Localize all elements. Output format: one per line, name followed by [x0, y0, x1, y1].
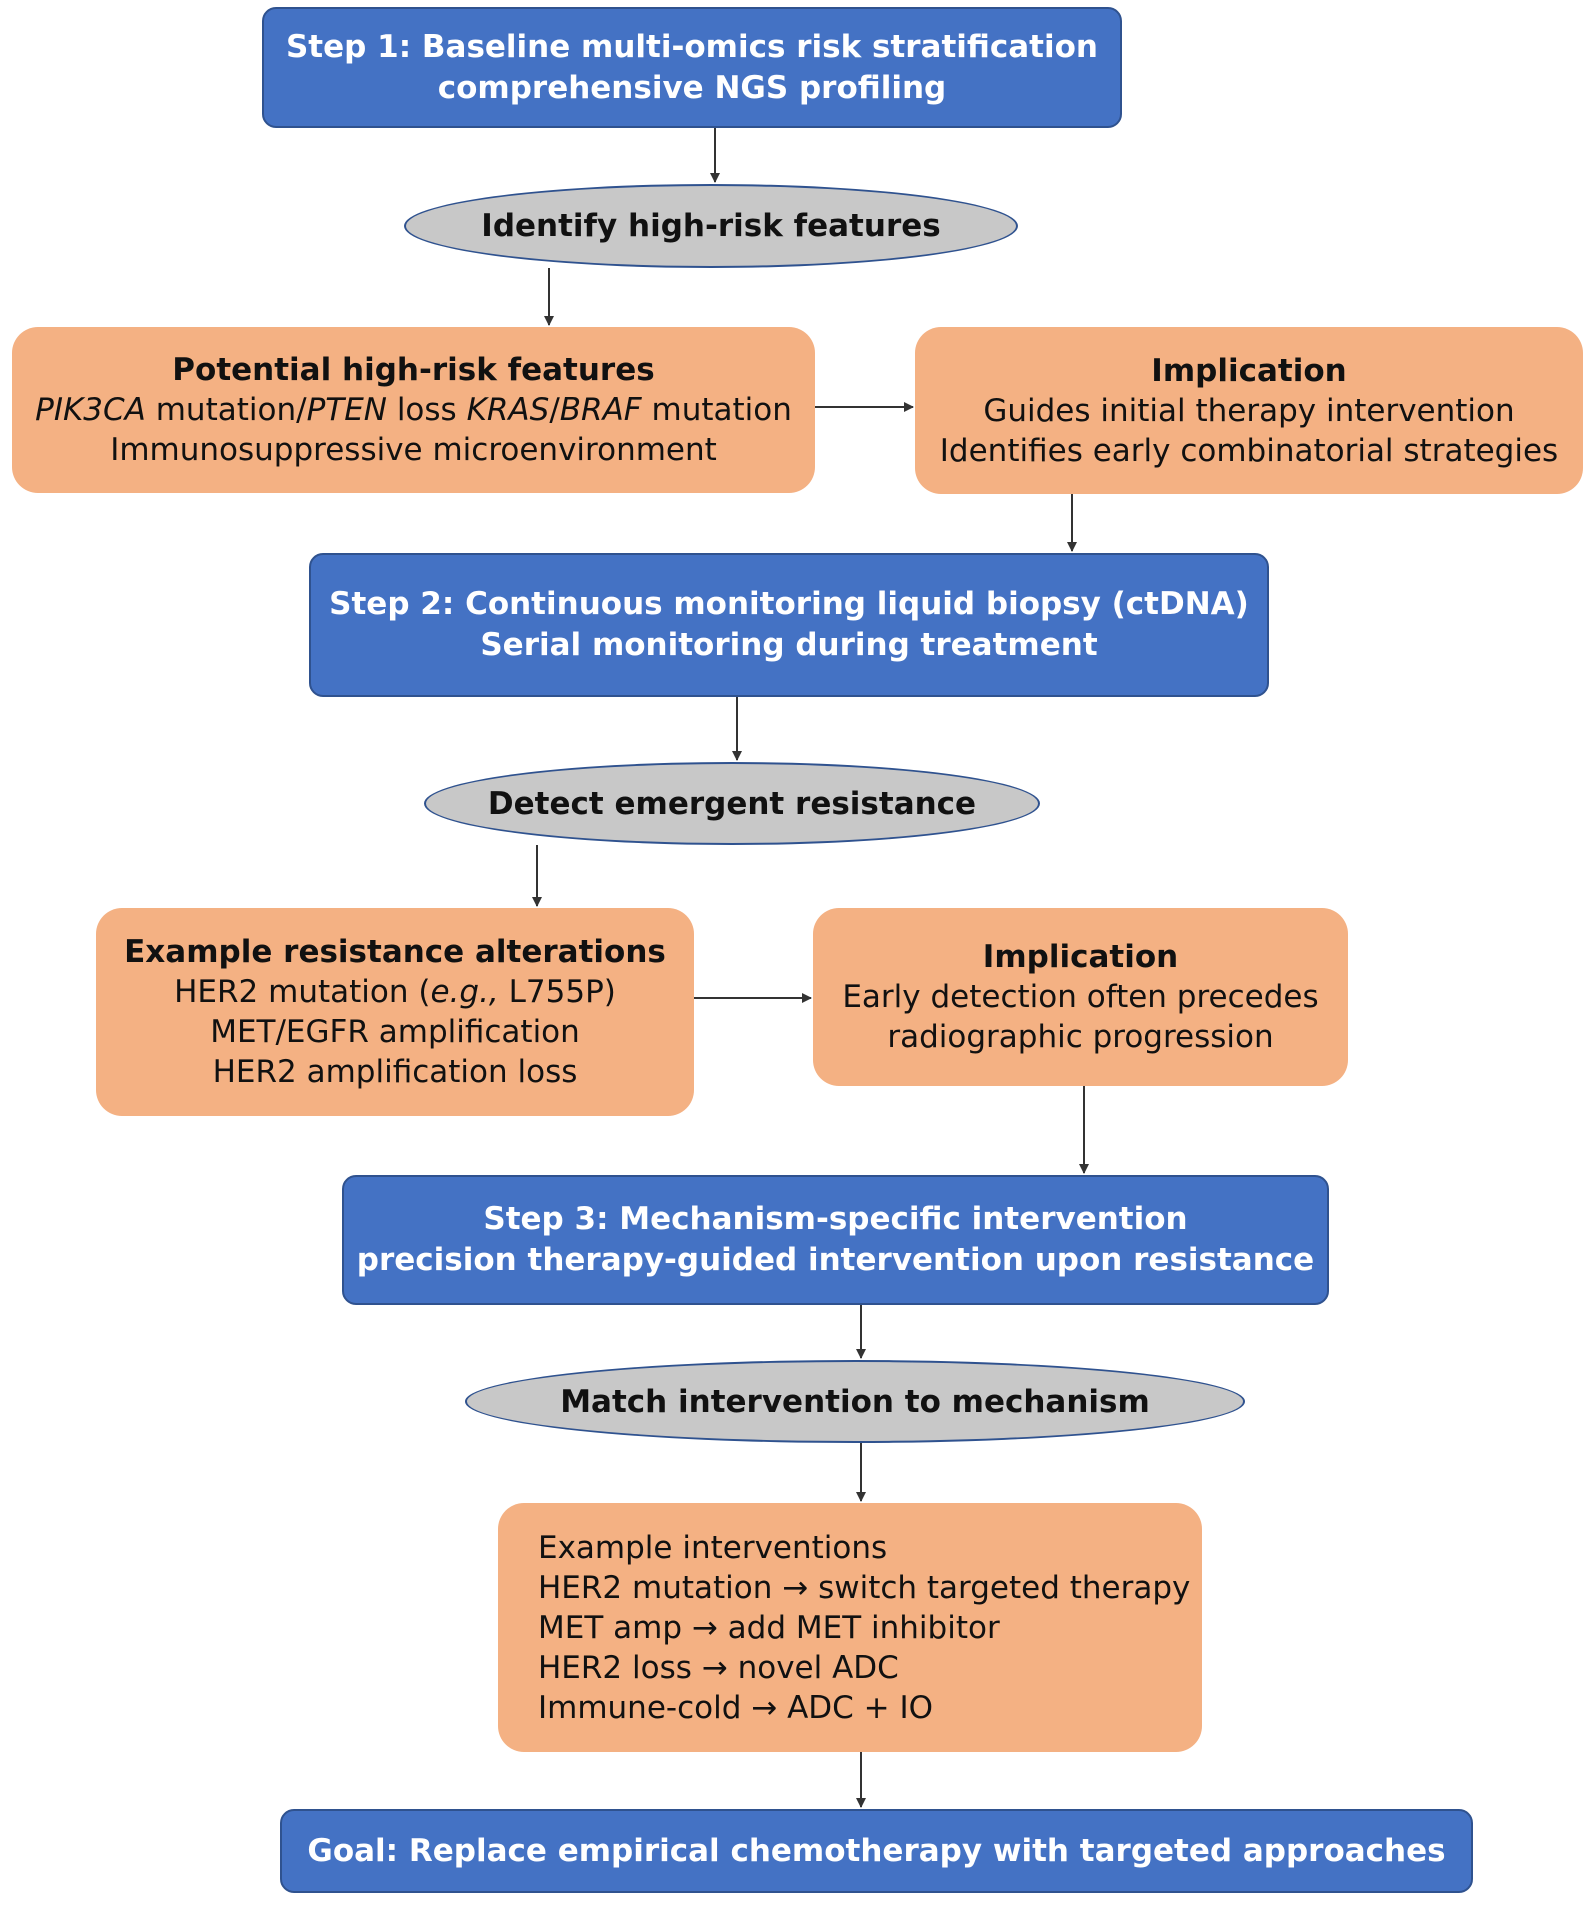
example-interventions-box: Example interventions HER2 mutation → sw… — [498, 1503, 1202, 1752]
resistance-line2: MET/EGFR amplification — [210, 1014, 580, 1050]
goal-box: Goal: Replace empirical chemotherapy wit… — [280, 1809, 1473, 1893]
implication2-box: Implication Early detection often preced… — [813, 908, 1348, 1086]
intervention-item-her2-mutation: HER2 mutation → switch targeted therapy — [538, 1569, 1191, 1606]
interventions-title: Example interventions — [538, 1529, 888, 1566]
features-title: Potential high-risk features — [172, 352, 655, 388]
gene-kras: KRAS — [466, 392, 550, 428]
goal-label: Goal: Replace empirical chemotherapy wit… — [307, 1832, 1446, 1869]
intervention-item-immune-cold: Immune-cold → ADC + IO — [538, 1689, 934, 1726]
implication1-title: Implication — [1151, 352, 1347, 389]
gene-braf: BRAF — [559, 392, 642, 428]
high-risk-features-box: Potential high-risk features PIK3CA muta… — [12, 327, 815, 493]
match-intervention-oval: Match intervention to mechanism — [465, 1360, 1245, 1443]
step2-box: Step 2: Continuous monitoring liquid bio… — [309, 553, 1269, 697]
oval3-label: Match intervention to mechanism — [560, 1383, 1150, 1420]
step2-line1: Step 2: Continuous monitoring liquid bio… — [329, 586, 1249, 622]
step1-box: Step 1: Baseline multi-omics risk strati… — [262, 7, 1122, 128]
features-line3: Immunosuppressive microenvironment — [110, 432, 717, 468]
implication2-line1: Early detection often precedes — [842, 979, 1319, 1015]
detect-resistance-oval: Detect emergent resistance — [424, 762, 1040, 845]
gene-pik3ca: PIK3CA — [35, 392, 146, 428]
resistance-alterations-box: Example resistance alterations HER2 muta… — [96, 908, 694, 1116]
gene-pten: PTEN — [306, 392, 387, 428]
implication2-title: Implication — [982, 939, 1179, 975]
intervention-item-met-amp: MET amp → add MET inhibitor — [538, 1609, 1000, 1646]
step3-box: Step 3: Mechanism-specific intervention … — [342, 1175, 1329, 1305]
resistance-title: Example resistance alterations — [124, 934, 666, 970]
step2-line2: Serial monitoring during treatment — [480, 627, 1098, 663]
step1-line1: Step 1: Baseline multi-omics risk strati… — [285, 28, 1098, 65]
resistance-line1: HER2 mutation (e.g., L755P) — [174, 974, 616, 1010]
oval2-label: Detect emergent resistance — [487, 785, 977, 822]
intervention-item-her2-loss: HER2 loss → novel ADC — [538, 1649, 899, 1686]
features-line2: PIK3CA mutation/PTEN loss KRAS/BRAF muta… — [35, 392, 792, 428]
step3-line2: precision therapy-guided intervention up… — [356, 1242, 1315, 1278]
implication1-line1: Guides initial therapy intervention — [983, 392, 1515, 429]
oval1-label: Identify high-risk features — [481, 208, 941, 244]
resistance-line3: HER2 amplification loss — [212, 1054, 578, 1090]
implication1-box: Implication Guides initial therapy inter… — [915, 327, 1583, 494]
step1-line2: comprehensive NGS profiling — [437, 69, 947, 106]
implication1-line2: Identifies early combinatorial strategie… — [939, 432, 1559, 469]
implication2-line2: radiographic progression — [887, 1019, 1274, 1055]
step3-line1: Step 3: Mechanism-specific intervention — [483, 1201, 1188, 1237]
identify-high-risk-oval: Identify high-risk features — [404, 184, 1018, 268]
